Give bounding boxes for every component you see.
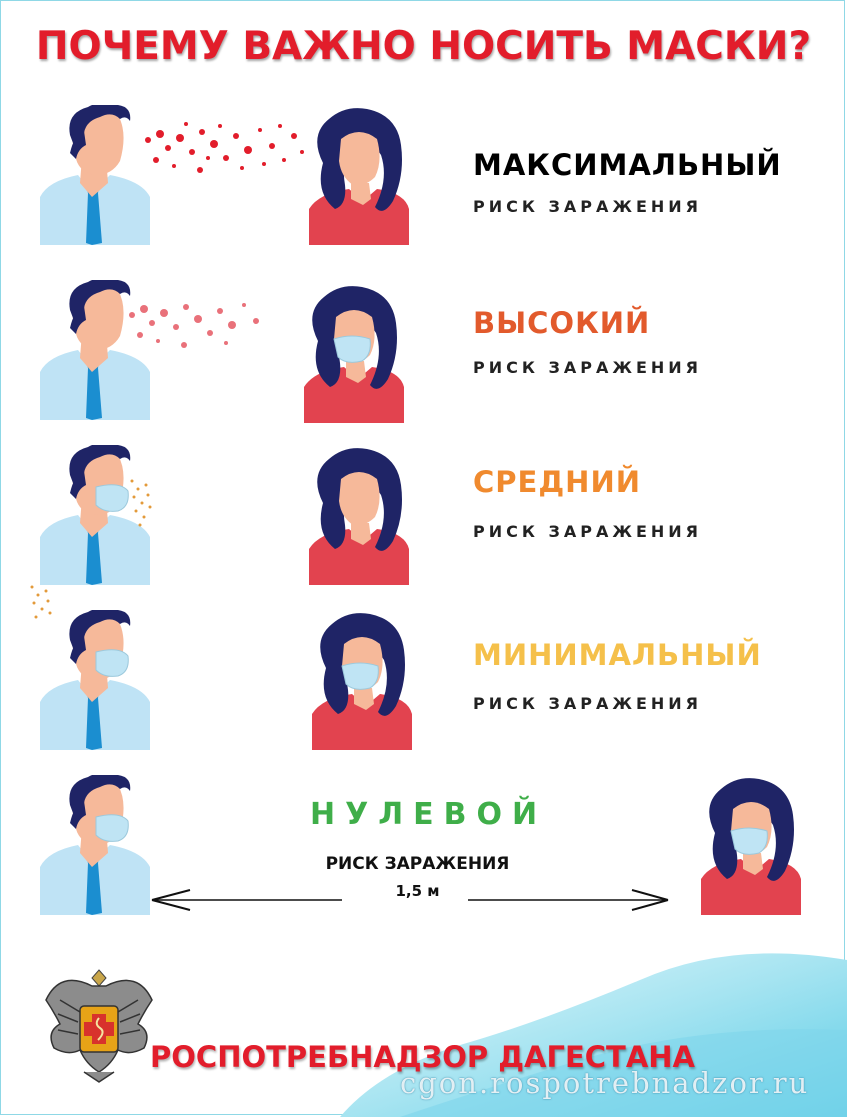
website-watermark: cgon.rospotrebnadzor.ru [400, 1066, 810, 1100]
distance-arrow [151, 889, 669, 911]
droplets-spray [129, 303, 259, 348]
risk-subtitle-zero: РИСК ЗАРАЖЕНИЯ [325, 854, 510, 874]
risk-level-1: МАКСИМАЛЬНЫЙ [473, 148, 782, 182]
droplets-spray [130, 479, 152, 527]
droplets-spray [145, 122, 304, 173]
risk-subtitle-1: РИСК ЗАРАЖЕНИЯ [473, 197, 702, 216]
page-title: ПОЧЕМУ ВАЖНО НОСИТЬ МАСКИ? [35, 24, 812, 69]
organization-name: РОСПОТРЕБНАДЗОР ДАГЕСТАНА [150, 1040, 695, 1074]
risk-level-3: СРЕДНИЙ [473, 465, 641, 499]
distance-label: 1,5 м [395, 882, 440, 900]
woman-illustration [309, 108, 409, 245]
woman-masked-illustration [308, 610, 418, 750]
risk-subtitle-3: РИСК ЗАРАЖЕНИЯ [473, 522, 702, 541]
wave-decoration [340, 953, 847, 1117]
woman-masked-illustration [300, 283, 410, 423]
man-masked-illustration [40, 775, 155, 915]
man-masked-illustration [40, 610, 155, 750]
woman-masked-illustration [697, 775, 807, 915]
risk-subtitle-4: РИСК ЗАРАЖЕНИЯ [473, 694, 702, 713]
risk-level-2: ВЫСОКИЙ [473, 306, 651, 340]
risk-level-4: МИНИМАЛЬНЫЙ [473, 638, 762, 672]
woman-illustration [309, 448, 409, 585]
risk-subtitle-2: РИСК ЗАРАЖЕНИЯ [473, 358, 702, 377]
scene-high [0, 275, 847, 435]
risk-level-zero: НУЛЕВОЙ [310, 797, 548, 832]
rospotrebnadzor-emblem [45, 969, 153, 1083]
